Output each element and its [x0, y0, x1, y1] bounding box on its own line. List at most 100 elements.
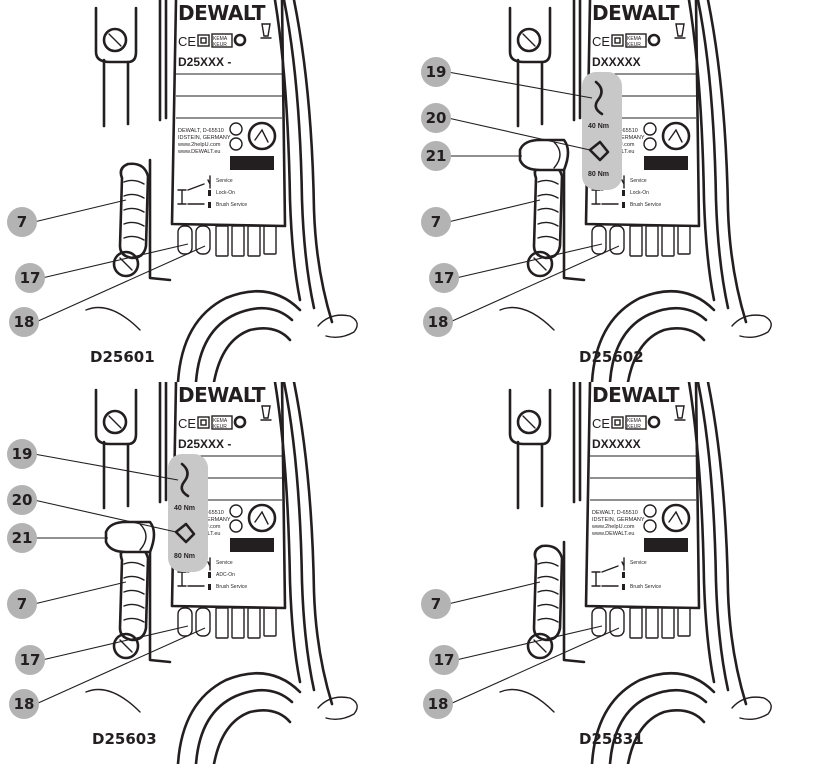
callout-bubble [9, 307, 39, 337]
callout-7: 7 [7, 581, 127, 619]
callout-19: 19 [7, 439, 179, 481]
callout-leader-line [33, 581, 127, 605]
svg-text:www.DEWALT.eu: www.DEWALT.eu [177, 149, 220, 155]
callout-leader-line [447, 199, 541, 223]
mode-selector [118, 158, 172, 282]
callout-number: 7 [17, 595, 27, 613]
svg-text:IDSTEIN, GERMANY: IDSTEIN, GERMANY [592, 517, 645, 523]
callout-number: 20 [12, 491, 33, 509]
rating-plate: DEWALT CE KEMA KEUR DXXXXX DEWALT, D-655… [590, 383, 696, 590]
callout-bubble [15, 263, 45, 293]
ce-mark: CE [178, 416, 196, 431]
callout-number: 17 [20, 269, 41, 287]
callout-bubble [429, 263, 459, 293]
callout-leader-line [449, 627, 620, 705]
callout-20: 20 [421, 103, 591, 151]
tool-illustration [85, 382, 358, 764]
kema-label-top: KEMA [627, 36, 642, 42]
figure-panel-d25603: DEWALT CE KEMA KEUR D25XXX - DEWALT, D-6… [0, 382, 413, 764]
mode-selector [118, 540, 172, 664]
kema-label-top: KEMA [213, 418, 228, 424]
handle-screw [516, 27, 542, 53]
callout-7: 7 [421, 199, 541, 237]
svg-text:Service: Service [216, 560, 233, 566]
callout-leader-line [449, 245, 620, 323]
callout-bubble [421, 141, 451, 171]
svg-text:Brush Service: Brush Service [630, 202, 661, 208]
kema-label-bottom: KEUR [627, 424, 641, 430]
handle-screw [516, 409, 542, 435]
callout-bubble [421, 207, 451, 237]
barcode-block [230, 538, 274, 552]
svg-text:www.2helpU.com: www.2helpU.com [177, 142, 221, 148]
callout-bubble [423, 307, 453, 337]
callout-number: 21 [426, 147, 447, 165]
tool-illustration [499, 0, 772, 382]
figure-caption: D25602 [579, 348, 644, 366]
callout-21: 21 [7, 523, 108, 553]
callout-bubble [7, 523, 37, 553]
callout-bubble [423, 689, 453, 719]
kema-label-top: KEMA [213, 36, 228, 42]
callout-layer: 7 17 18 [7, 199, 206, 337]
callout-number: 17 [434, 651, 455, 669]
callout-20: 20 [7, 485, 177, 533]
barcode-block [644, 538, 688, 552]
figure-panel-d25831: DEWALT CE KEMA KEUR DXXXXX DEWALT, D-655… [414, 382, 827, 764]
callout-number: 7 [17, 213, 27, 231]
callout-leader-line [455, 625, 603, 661]
callout-layer: 19 20 21 7 17 18 [7, 439, 206, 719]
svg-text:Service: Service [216, 178, 233, 184]
brand-logo: DEWALT [178, 1, 266, 25]
figure-caption: D25603 [92, 730, 157, 748]
callout-bubble [9, 689, 39, 719]
svg-text:40 Nm: 40 Nm [588, 123, 609, 130]
callout-bubble [7, 485, 37, 515]
callout-number: 17 [20, 651, 41, 669]
model-label: D25XXX - [178, 437, 231, 451]
brand-logo: DEWALT [592, 383, 680, 407]
kema-label-bottom: KEUR [627, 42, 641, 48]
callout-number: 18 [14, 695, 35, 713]
callout-number: 18 [428, 313, 449, 331]
figure-panel-d25601: DEWALT CE KEMA KEUR D25XXX - DEWALT, D-6… [0, 0, 413, 382]
figure-caption: D25831 [579, 730, 644, 748]
callout-leader-line [455, 243, 603, 279]
kema-label-bottom: KEUR [213, 424, 227, 430]
callout-leader-line [447, 581, 541, 605]
callout-leader-line [41, 243, 189, 279]
callout-leader-line [447, 71, 593, 99]
callout-leader-line [447, 117, 591, 151]
ce-mark: CE [592, 416, 610, 431]
ce-mark: CE [178, 34, 196, 49]
callout-17: 17 [429, 625, 603, 675]
callout-number: 18 [428, 695, 449, 713]
callout-number: 18 [14, 313, 35, 331]
callout-bubble [7, 207, 37, 237]
mode-indicator-label: Lock-On [216, 190, 235, 196]
vent-slots [177, 607, 277, 639]
torque-display: 40 Nm 80 Nm [582, 72, 622, 190]
mode-selector [532, 540, 586, 664]
status-legend: Service Lock-On Brush Service [177, 175, 247, 208]
callout-number: 17 [434, 269, 455, 287]
svg-text:80 Nm: 80 Nm [588, 171, 609, 178]
brand-logo: DEWALT [592, 1, 680, 25]
model-label: DXXXXX [592, 437, 641, 451]
svg-text:Brush Service: Brush Service [216, 202, 247, 208]
callout-bubble [7, 589, 37, 619]
svg-text:www.DEWALT.eu: www.DEWALT.eu [591, 531, 634, 537]
callout-leader-line [33, 453, 179, 481]
body-screw [526, 632, 554, 660]
svg-text:80 Nm: 80 Nm [174, 553, 195, 560]
callout-leader-line [33, 199, 127, 223]
address-block: DEWALT, D-65510 IDSTEIN, GERMANY www.2he… [177, 128, 231, 155]
callout-bubble [7, 439, 37, 469]
model-label: D25XXX - [178, 55, 231, 69]
svg-text:DEWALT, D-65510: DEWALT, D-65510 [178, 128, 224, 134]
barcode-block [644, 156, 688, 170]
svg-text:Service: Service [630, 560, 647, 566]
ce-mark: CE [592, 34, 610, 49]
mode-selector [532, 158, 586, 282]
clutch-window [518, 138, 570, 172]
